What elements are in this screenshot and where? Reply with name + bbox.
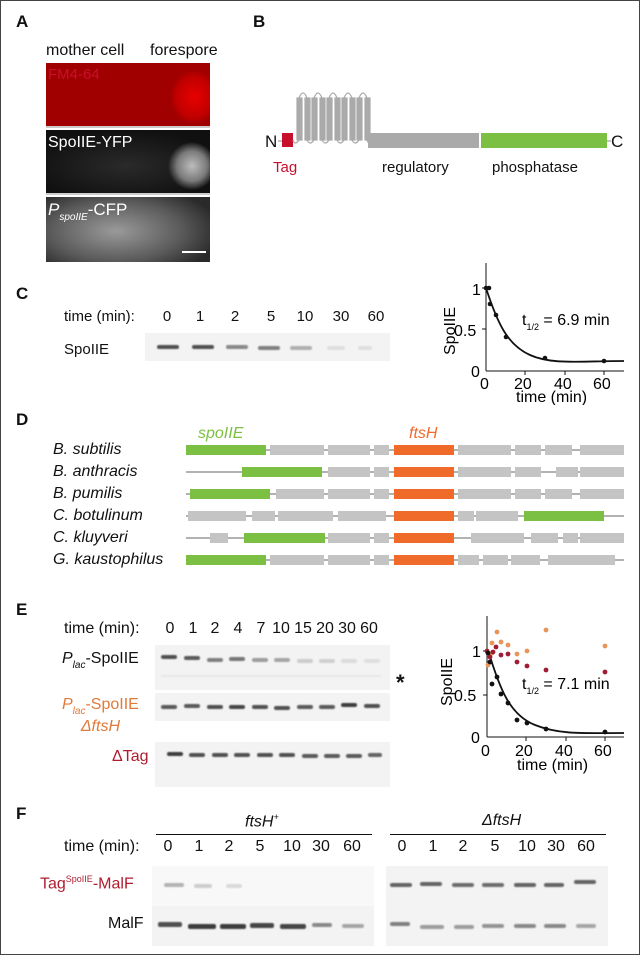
data-points-c [483, 285, 607, 364]
western-blot-f-ftsh-plus-malf [152, 906, 374, 946]
dftsh-group-label: ΔftsH [482, 812, 522, 829]
spoiie-domain-diagram: N C Tag regulatory phosphatase [265, 92, 623, 176]
svg-text:0.5: 0.5 [454, 688, 476, 705]
western-blot-e-plac-spoiie [155, 645, 390, 690]
pspoiie-cfp-micrograph: PspoIIE-CFP [46, 197, 210, 262]
spoiie-yfp-label: SpoIIE-YFP [48, 134, 133, 151]
spoiie-gene-label: spoIIE [198, 425, 244, 442]
phosphatase-domain [481, 133, 607, 148]
xlabel-c: time (min) [516, 389, 587, 405]
species-b-anthracis: B. anthracis [53, 463, 138, 480]
dtag-label: ΔTag [112, 748, 149, 765]
time-label-f: time (min): [64, 838, 140, 855]
genes-b-subtilis [186, 445, 624, 455]
western-blot-e-dtag [155, 742, 390, 787]
decay-plot-c: 1 0.5 0 0 20 40 60 time (min) SpoIIE t1/… [442, 263, 625, 405]
decay-plot-e: 1 0.5 0 0 20 40 60 time (min) SpoIIE t1/… [439, 616, 625, 774]
tag-spoiie-malf-label: TagSpoIIE-MalF [40, 874, 134, 893]
genes-c-botulinum [188, 511, 604, 521]
svg-text:1: 1 [472, 282, 481, 299]
panel-label-e: E [16, 600, 28, 619]
scale-bar [182, 251, 206, 253]
ftsh-gene-label: ftsH [409, 425, 438, 442]
svg-text:40: 40 [555, 743, 573, 760]
mother-cell-label: mother cell [46, 42, 125, 59]
asterisk-marker: * [396, 670, 405, 695]
gene-neighborhood-diagram [186, 445, 624, 565]
svg-text:1: 1 [472, 644, 481, 661]
species-list: B. subtilis B. anthracis B. pumilis C. b… [53, 439, 163, 571]
data-points-e-dftsh [485, 627, 608, 668]
svg-text:20: 20 [514, 376, 532, 393]
svg-text:0: 0 [471, 364, 480, 381]
species-c-botulinum: C. botulinum [53, 507, 143, 524]
spoiie-yfp-micrograph: SpoIIE-YFP [46, 130, 210, 195]
fm4-64-micrograph: FM4-64 [46, 63, 210, 128]
malf-label: MalF [108, 915, 144, 932]
svg-text:t1/2 = 7.1 min: t1/2 = 7.1 min [522, 676, 610, 696]
svg-text:60: 60 [594, 743, 612, 760]
c-terminus-label: C [611, 132, 623, 151]
genes-g-kaustophilus [186, 555, 615, 565]
panel-label-d: D [16, 410, 29, 429]
panel-label-a: A [16, 12, 29, 31]
svg-text:0: 0 [481, 743, 490, 760]
genes-b-pumilis [190, 489, 624, 499]
ftsh-plus-group-label: ftsH+ [245, 812, 279, 831]
western-blot-e-dftsh [155, 693, 390, 721]
forespore-label: forespore [150, 42, 218, 59]
fm4-64-label: FM4-64 [48, 66, 100, 83]
svg-text:t1/2 = 6.9 min: t1/2 = 6.9 min [522, 312, 610, 332]
species-b-pumilis: B. pumilis [53, 485, 123, 502]
svg-text:20: 20 [515, 743, 533, 760]
svg-text:0.5: 0.5 [454, 323, 476, 340]
pspoiie-cfp-label: PspoIIE-CFP [48, 200, 128, 223]
species-c-kluyveri: C. kluyveri [53, 529, 128, 546]
western-blot-c [145, 333, 390, 361]
xlabel-e: time (min) [517, 757, 588, 774]
genes-b-anthracis [242, 467, 624, 477]
time-label-c: time (min): [64, 308, 135, 325]
western-blot-f-ftsh-plus-tag [152, 866, 374, 906]
data-points-e-plac-spoiie [485, 650, 608, 735]
plac-spoiie-label: Plac-SpoIIE [62, 650, 139, 671]
data-points-e-dtag [484, 644, 608, 675]
fit-curve-e [487, 649, 625, 735]
phosphatase-label: phosphatase [492, 159, 578, 176]
species-g-kaustophilus: G. kaustophilus [53, 551, 164, 568]
n-terminus-label: N [265, 132, 277, 151]
panel-label-c: C [16, 284, 29, 303]
ylabel-e: SpoIIE [439, 658, 456, 706]
svg-text:0: 0 [480, 376, 489, 393]
ylabel-c: SpoIIE [442, 307, 459, 355]
svg-text:0: 0 [471, 730, 480, 747]
transmembrane-helices [292, 92, 373, 144]
tag-label: Tag [273, 159, 297, 176]
species-b-subtilis: B. subtilis [53, 441, 122, 458]
time-label-e: time (min): [64, 620, 140, 637]
western-blot-f-dftsh-tag [386, 866, 608, 906]
genes-c-kluyveri [210, 533, 624, 543]
plac-spoiie-dftsh-label: Plac-SpoIIE ΔftsH [62, 696, 139, 735]
dftsh-bracket [390, 834, 606, 835]
panel-label-b: B [253, 12, 266, 31]
regulatory-label: regulatory [382, 159, 449, 176]
svg-text:40: 40 [554, 376, 572, 393]
spoiie-row-label-c: SpoIIE [64, 341, 110, 358]
tag-domain [282, 133, 293, 147]
ftsh-plus-bracket [156, 834, 372, 835]
svg-text:60: 60 [593, 376, 611, 393]
western-blot-f-dftsh-malf [386, 906, 608, 946]
regulatory-domain [368, 133, 479, 148]
panel-label-f: F [16, 804, 27, 823]
